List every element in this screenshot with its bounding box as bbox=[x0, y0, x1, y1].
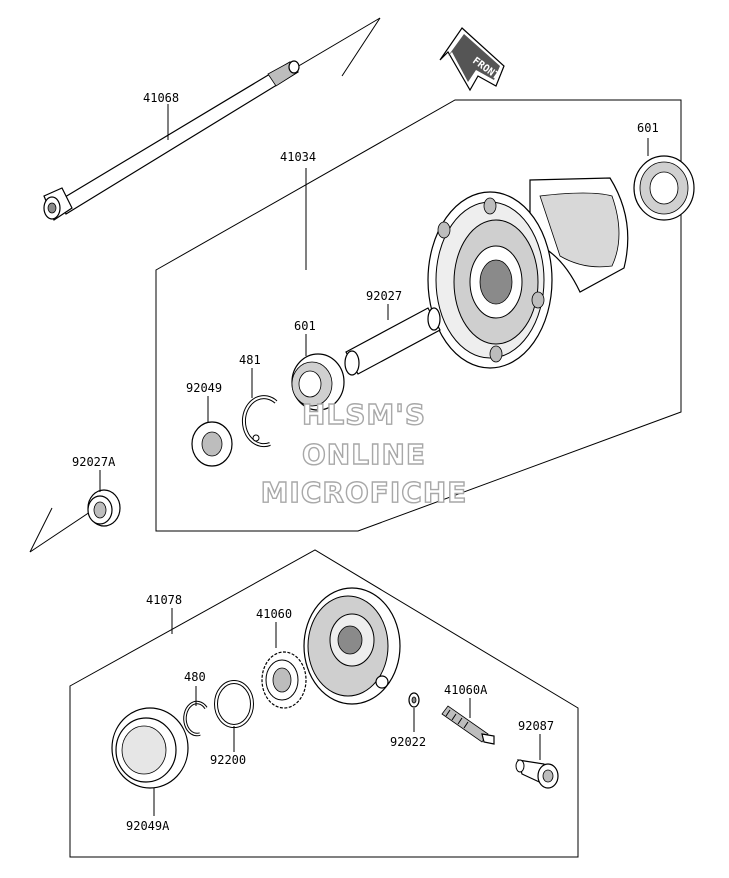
part-label-bushing: 92087 bbox=[518, 719, 554, 733]
watermark-line3: MICROFICHE bbox=[261, 476, 468, 509]
part-label-drive-gear: 41060A bbox=[444, 683, 488, 697]
bearing-right-shape bbox=[633, 155, 695, 221]
collar-axis-tick bbox=[29, 507, 53, 553]
gear-shape bbox=[261, 651, 307, 709]
part-label-small-washer: 92022 bbox=[390, 735, 426, 749]
drive-gear-shape bbox=[441, 705, 495, 745]
part-label-bearing-left: 601 bbox=[294, 319, 316, 333]
part-label-collar: 92027A bbox=[72, 455, 116, 469]
part-label-gear-housing: 41078 bbox=[146, 593, 182, 607]
collar-shape bbox=[87, 489, 121, 527]
gear-housing-outline bbox=[69, 549, 579, 858]
circlip-shape bbox=[241, 395, 278, 448]
axle-shape bbox=[43, 60, 300, 221]
part-label-bearing-right: 601 bbox=[637, 121, 659, 135]
part-label-spacer: 92027 bbox=[366, 289, 402, 303]
part-label-washer-ring: 92200 bbox=[210, 753, 246, 767]
bushing-shape bbox=[515, 759, 559, 789]
gear-housing-shape bbox=[303, 587, 401, 705]
part-label-hub: 41034 bbox=[280, 150, 316, 164]
bearing-left-shape bbox=[291, 353, 345, 411]
collar-axis-line bbox=[29, 507, 97, 553]
part-label-circlip: 481 bbox=[239, 353, 261, 367]
axle-axis-tick bbox=[341, 17, 381, 77]
small-washer-shape bbox=[408, 692, 420, 708]
snap-ring-shape bbox=[183, 700, 208, 737]
part-label-gear: 41060 bbox=[256, 607, 292, 621]
hub-assembly-outline bbox=[155, 99, 682, 532]
hub-shape bbox=[427, 177, 629, 369]
part-label-seal: 92049 bbox=[186, 381, 222, 395]
part-label-axle: 41068 bbox=[143, 91, 179, 105]
seal-a-shape bbox=[111, 707, 189, 789]
watermark-line1: HLSM'S bbox=[302, 398, 426, 431]
spacer-shape bbox=[344, 307, 441, 376]
front-arrow-icon: FRONT bbox=[439, 27, 505, 92]
part-label-seal-a: 92049A bbox=[126, 819, 170, 833]
watermark-line2: ONLINE bbox=[302, 438, 426, 471]
seal-shape bbox=[191, 421, 233, 467]
watermark: HLSM'S ONLINE MICROFICHE bbox=[260, 397, 468, 509]
part-label-snap-ring: 480 bbox=[184, 670, 206, 684]
washer-ring-shape bbox=[214, 680, 254, 728]
